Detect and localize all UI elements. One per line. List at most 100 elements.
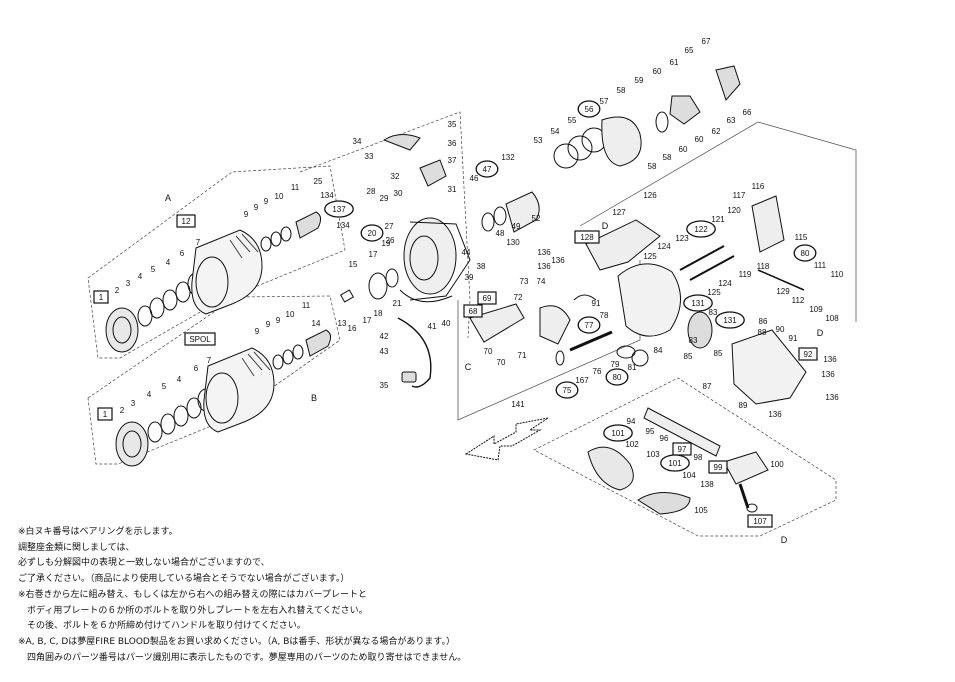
part-label-27: 27 bbox=[385, 222, 394, 231]
part-label-text: 41 bbox=[428, 322, 437, 331]
part-label-B: B bbox=[311, 393, 317, 403]
part-label-136: 136 bbox=[768, 410, 782, 419]
part-label-126: 126 bbox=[643, 191, 657, 200]
part-label-52: 52 bbox=[532, 214, 541, 223]
part-label-text: 95 bbox=[646, 427, 655, 436]
part-label-20: 20 bbox=[360, 224, 384, 242]
part-label-text: 16 bbox=[348, 324, 357, 333]
part-label-text: 97 bbox=[678, 445, 687, 454]
part-label-text: 91 bbox=[789, 334, 798, 343]
part-label-text: 125 bbox=[707, 288, 721, 297]
part-label-115: 115 bbox=[795, 233, 808, 242]
part-label-text: 65 bbox=[685, 46, 694, 55]
part-label-124: 124 bbox=[718, 279, 732, 288]
part-label-73: 73 bbox=[520, 277, 529, 286]
note-line: ※白ヌキ番号はベアリングを示します。 bbox=[18, 527, 178, 537]
part-label-76: 76 bbox=[593, 367, 602, 376]
part-label-text: 56 bbox=[585, 105, 594, 114]
part-label-80: 80 bbox=[793, 244, 817, 262]
part-label-91: 91 bbox=[789, 334, 798, 343]
part-label-109: 109 bbox=[809, 305, 823, 314]
part-label-4: 4 bbox=[166, 258, 171, 267]
part-label-84: 84 bbox=[654, 346, 663, 355]
part-label-19: 19 bbox=[382, 239, 391, 248]
part-label-text: 5 bbox=[162, 382, 167, 391]
part-label-131: 131 bbox=[715, 311, 745, 329]
label-box bbox=[747, 514, 773, 528]
part-label-9: 9 bbox=[264, 197, 269, 206]
part-label-text: 14 bbox=[312, 319, 321, 328]
part-label-text: 137 bbox=[332, 205, 346, 214]
part-label-text: 68 bbox=[469, 307, 478, 316]
part-label-97: 97 bbox=[672, 442, 692, 456]
part-label-67: 67 bbox=[702, 37, 711, 46]
part-label-99: 99 bbox=[708, 460, 728, 474]
note-line: ボディ用プレートの６か所のボルトを取り外しプレートを左右入れ替えてください。 bbox=[18, 605, 368, 616]
part-label-116: 116 bbox=[752, 182, 765, 191]
part-label-136: 136 bbox=[537, 262, 551, 271]
part-label-text: 85 bbox=[684, 352, 693, 361]
part-label-107: 107 bbox=[747, 514, 773, 528]
gear-housing bbox=[481, 65, 741, 233]
part-label-text: A bbox=[165, 193, 171, 203]
part-label-81: 81 bbox=[628, 363, 637, 372]
part-label-text: 90 bbox=[776, 325, 785, 334]
part-label-text: SPOL bbox=[189, 335, 211, 344]
part-label-25: 25 bbox=[314, 177, 323, 186]
label-box bbox=[477, 291, 497, 305]
part-label-text: 136 bbox=[537, 262, 551, 271]
part-label-89: 89 bbox=[739, 401, 748, 410]
part-label-text: 58 bbox=[617, 86, 626, 95]
part-label-120: 120 bbox=[727, 206, 741, 215]
part-label-136: 136 bbox=[537, 248, 551, 257]
part-label-71: 71 bbox=[518, 351, 527, 360]
part-label-text: 84 bbox=[654, 346, 663, 355]
part-label-text: 129 bbox=[776, 287, 790, 296]
part-label-111: 111 bbox=[814, 261, 827, 270]
part-label-57: 57 bbox=[600, 97, 609, 106]
part-label-text: 81 bbox=[628, 363, 637, 372]
part-label-6: 6 bbox=[194, 364, 199, 373]
part-label-text: 115 bbox=[795, 233, 808, 242]
part-label-15: 15 bbox=[349, 260, 358, 269]
part-label-text: 136 bbox=[551, 256, 565, 265]
part-label-41: 41 bbox=[428, 322, 437, 331]
part-label-30: 30 bbox=[394, 189, 403, 198]
part-label-11: 11 bbox=[291, 183, 300, 192]
part-label-text: 87 bbox=[703, 382, 712, 391]
part-label-text: 124 bbox=[718, 279, 732, 288]
part-label-text: 7 bbox=[196, 238, 201, 247]
part-label-text: 130 bbox=[506, 238, 520, 247]
part-label-text: 119 bbox=[739, 270, 752, 279]
part-label-text: 117 bbox=[733, 191, 746, 200]
bearing-circle bbox=[577, 100, 601, 118]
part-label-72: 72 bbox=[514, 293, 523, 302]
part-label-text: 122 bbox=[694, 225, 708, 234]
part-label-92: 92 bbox=[798, 347, 818, 361]
part-label-87: 87 bbox=[703, 382, 712, 391]
notes-block: ※白ヌキ番号はベアリングを示します。 調整座金類に関しましては、 必ずしも分解図… bbox=[18, 525, 578, 666]
part-label-text: 94 bbox=[627, 417, 636, 426]
part-label-9: 9 bbox=[244, 210, 249, 219]
part-label-text: 17 bbox=[363, 316, 372, 325]
part-label-SPOL: SPOL bbox=[184, 332, 216, 346]
rotor bbox=[339, 134, 471, 388]
part-label-68: 68 bbox=[463, 304, 483, 318]
part-label-text: 136 bbox=[821, 370, 835, 379]
part-label-text: 83 bbox=[709, 308, 718, 317]
part-label-2: 2 bbox=[115, 286, 120, 295]
bearing-circle bbox=[555, 381, 579, 399]
part-label-text: 33 bbox=[365, 152, 374, 161]
part-label-text: 2 bbox=[115, 286, 120, 295]
part-label-text: 118 bbox=[757, 262, 770, 271]
part-label-text: 85 bbox=[714, 349, 723, 358]
part-label-text: D bbox=[817, 328, 824, 338]
part-label-text: 32 bbox=[391, 172, 400, 181]
part-label-141: 141 bbox=[511, 400, 525, 409]
part-label-21: 21 bbox=[393, 299, 402, 308]
part-label-33: 33 bbox=[365, 152, 374, 161]
part-label-text: 5 bbox=[151, 265, 156, 274]
part-label-7: 7 bbox=[207, 356, 212, 365]
part-label-101: 101 bbox=[603, 424, 633, 442]
part-label-55: 55 bbox=[568, 116, 577, 125]
